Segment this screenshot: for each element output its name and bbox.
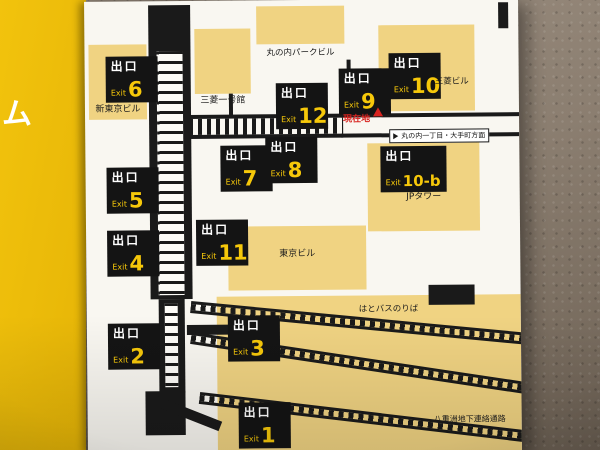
exit-number: 6 bbox=[127, 77, 143, 102]
exit-kanji: 出口 bbox=[270, 140, 299, 155]
exit-en-label: Exit bbox=[113, 355, 129, 365]
exit-kanji: 出口 bbox=[110, 59, 139, 74]
exit-kanji: 出口 bbox=[112, 326, 142, 341]
exit-kanji: 出口 bbox=[343, 71, 372, 86]
exit-number: 5 bbox=[128, 188, 144, 213]
current-location-marker-icon bbox=[372, 107, 384, 117]
exit-kanji: 出口 bbox=[225, 148, 254, 163]
exit-en-label: Exit bbox=[393, 85, 410, 95]
label-shin-tokyo-building: 新東京ビル bbox=[95, 104, 141, 115]
exit-en-label: Exit bbox=[233, 347, 249, 357]
exit-kanji: 出口 bbox=[232, 318, 261, 333]
exit-en-label: Exit bbox=[343, 100, 360, 110]
exit-kanji: 出口 bbox=[112, 233, 141, 248]
exit-en-label: Exit bbox=[225, 177, 241, 187]
exit-en-label: Exit bbox=[243, 434, 260, 444]
direction-arrow-icon bbox=[393, 133, 399, 140]
corridor-stairs-ticks bbox=[156, 51, 185, 296]
exit-kanji: 出口 bbox=[200, 222, 230, 237]
exit-kanji: 出口 bbox=[243, 405, 272, 420]
exit-en-label: Exit bbox=[201, 251, 217, 261]
adjacent-yellow-sign: ム bbox=[0, 0, 86, 450]
corridor-lower-ticks bbox=[164, 303, 179, 388]
current-location-label: 現在地 bbox=[343, 114, 371, 125]
exit-en-label: Exit bbox=[110, 88, 127, 98]
label-yaesu-passage: 八重洲地下連絡通路 bbox=[433, 414, 506, 424]
building-marunouchi-park bbox=[256, 5, 345, 45]
bus-stop-block bbox=[428, 284, 475, 305]
exit-number: 7 bbox=[242, 166, 258, 191]
exit-kanji: 出口 bbox=[280, 85, 309, 101]
label-mitsubishi-ichigokan: 三菱一号館 bbox=[200, 95, 246, 106]
exit-number: 8 bbox=[287, 158, 303, 183]
exit-en-label: Exit bbox=[385, 178, 401, 188]
label-jp-tower: JPタワー bbox=[406, 191, 442, 203]
building-mitsubishi-ichigokan bbox=[194, 28, 251, 94]
label-hato-bus-stop: はとバスのりば bbox=[358, 303, 419, 315]
exit-number: 12 bbox=[298, 103, 328, 129]
exit-number: 4 bbox=[129, 251, 145, 276]
exit-number: 2 bbox=[130, 344, 146, 369]
exit-en-label: Exit bbox=[111, 199, 127, 209]
label-marunouchi-park-building: 丸の内パークビル bbox=[266, 47, 335, 59]
exit-number: 1 bbox=[260, 423, 276, 448]
exit-number: 10-b bbox=[402, 171, 441, 191]
road-top-right bbox=[498, 2, 509, 29]
exit-number: 3 bbox=[250, 336, 265, 361]
direction-label: 丸の内一丁目・大手町方面 bbox=[401, 131, 486, 141]
label-mitsubishi-building: 三菱ビル bbox=[434, 76, 469, 87]
exit-kanji: 出口 bbox=[111, 170, 140, 185]
exit-kanji: 出口 bbox=[393, 55, 422, 71]
adjacent-sign-text: ム bbox=[2, 97, 32, 132]
exit-en-label: Exit bbox=[112, 262, 128, 272]
direction-sign: 丸の内一丁目・大手町方面 bbox=[389, 128, 490, 144]
label-tokyo-building: 東京ビル bbox=[279, 248, 316, 260]
exit-en-label: Exit bbox=[281, 115, 297, 125]
exit-en-label: Exit bbox=[270, 169, 286, 179]
exit-kanji: 出口 bbox=[385, 149, 414, 164]
